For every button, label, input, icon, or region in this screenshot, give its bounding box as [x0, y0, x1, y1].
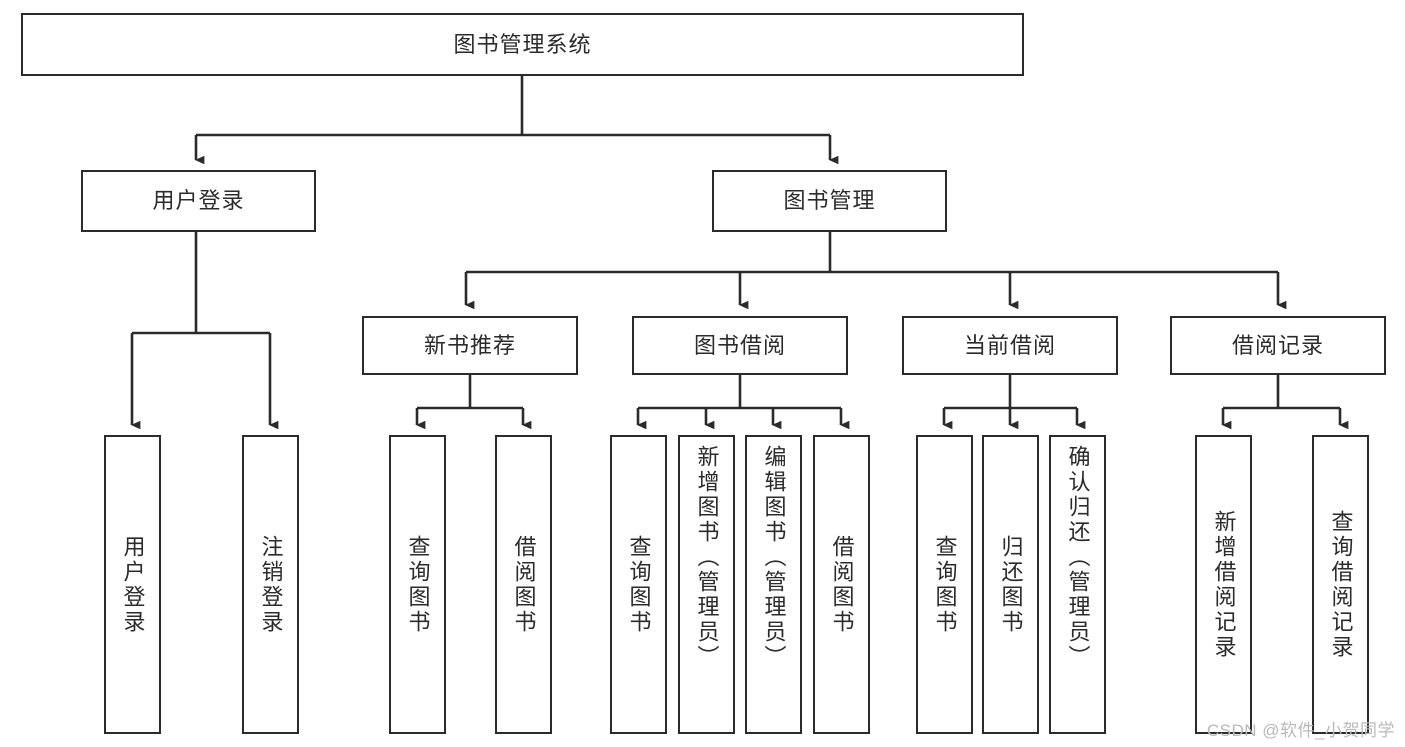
node-leaf-add-record-label: 新增借阅记录	[1211, 509, 1237, 660]
node-current-borrow[interactable]: 当前借阅	[902, 316, 1118, 375]
node-root-label: 图书管理系统	[453, 31, 592, 57]
watermark-text: CSDN @软件_小贺同学	[1206, 721, 1395, 740]
node-borrow-record[interactable]: 借阅记录	[1170, 316, 1386, 375]
node-root[interactable]: 图书管理系统	[21, 13, 1024, 76]
node-leaf-return-book-label: 归还图书	[998, 534, 1024, 635]
node-leaf-query-book-3-label: 查询图书	[932, 534, 958, 635]
node-leaf-add-book-label: 新增图书（管理员）	[694, 445, 720, 670]
node-user-login[interactable]: 用户登录	[81, 170, 316, 232]
node-leaf-query-book-1-label: 查询图书	[405, 534, 431, 635]
node-leaf-confirm-return[interactable]: 确认归还（管理员）	[1049, 435, 1106, 734]
node-leaf-edit-book[interactable]: 编辑图书（管理员）	[745, 435, 802, 734]
node-leaf-return-book[interactable]: 归还图书	[982, 435, 1039, 734]
node-leaf-query-book-3[interactable]: 查询图书	[916, 435, 973, 734]
node-leaf-borrow-book-2[interactable]: 借阅图书	[813, 435, 870, 734]
node-current-borrow-label: 当前借阅	[963, 332, 1056, 358]
node-leaf-query-book-2-label: 查询图书	[626, 534, 652, 635]
node-leaf-confirm-return-label: 确认归还（管理员）	[1065, 445, 1091, 670]
node-leaf-add-record[interactable]: 新增借阅记录	[1195, 435, 1252, 734]
node-book-manage-label: 图书管理	[783, 188, 876, 213]
node-leaf-query-book-1[interactable]: 查询图书	[389, 435, 446, 734]
node-leaf-query-record[interactable]: 查询借阅记录	[1312, 435, 1369, 734]
node-leaf-borrow-book-1[interactable]: 借阅图书	[495, 435, 552, 734]
node-leaf-edit-book-label: 编辑图书（管理员）	[761, 445, 787, 670]
node-user-login-label: 用户登录	[152, 188, 245, 213]
node-leaf-add-book[interactable]: 新增图书（管理员）	[678, 435, 735, 734]
node-leaf-borrow-book-2-label: 借阅图书	[829, 534, 855, 635]
node-book-borrow[interactable]: 图书借阅	[632, 316, 848, 375]
node-book-borrow-label: 图书借阅	[693, 332, 786, 358]
node-leaf-user-login-label: 用户登录	[120, 534, 146, 635]
node-leaf-query-record-label: 查询借阅记录	[1328, 509, 1354, 660]
node-leaf-query-book-2[interactable]: 查询图书	[610, 435, 667, 734]
node-book-manage[interactable]: 图书管理	[712, 170, 947, 232]
node-leaf-logout[interactable]: 注销登录	[242, 435, 299, 734]
node-new-book-recommend[interactable]: 新书推荐	[362, 316, 578, 375]
node-leaf-logout-label: 注销登录	[258, 534, 284, 635]
node-leaf-user-login[interactable]: 用户登录	[104, 435, 161, 734]
node-borrow-record-label: 借阅记录	[1231, 332, 1324, 358]
node-new-book-recommend-label: 新书推荐	[423, 332, 516, 358]
node-leaf-borrow-book-1-label: 借阅图书	[511, 534, 537, 635]
